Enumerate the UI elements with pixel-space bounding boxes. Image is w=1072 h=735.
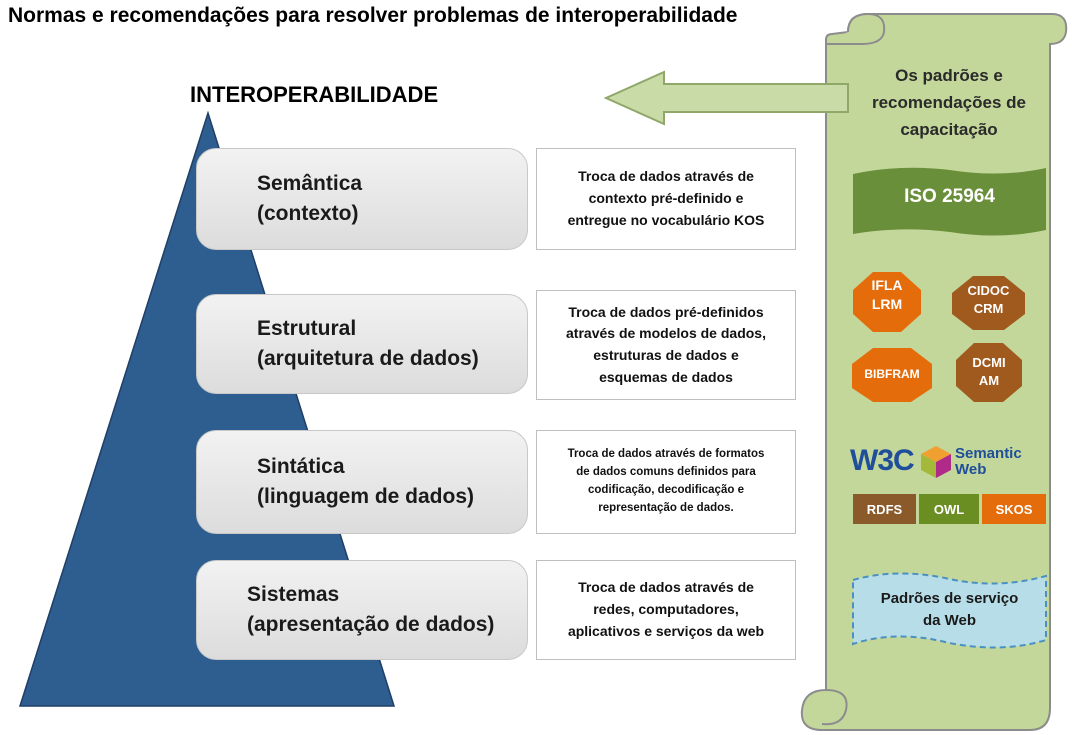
desc-line: Troca de dados através de: [578, 579, 754, 596]
layer-sub: (linguagem de dados): [257, 485, 475, 508]
desc-line: codificação, decodificação e: [588, 484, 744, 496]
layer-name: Sintática: [257, 454, 345, 478]
desc-line: de dados comuns definidos para: [576, 466, 756, 479]
ifla-lrm-badge: [853, 272, 921, 332]
service-wave-shape: [852, 572, 1047, 649]
semantic-web-label: Semantic Web: [955, 446, 1022, 478]
pyramid-heading: INTEROPERABILIDADE: [190, 82, 439, 107]
dcmi-am-badge: [956, 343, 1022, 402]
cidoc-crm-label: CIDOC CRM: [967, 283, 1010, 316]
service-line: da Web: [922, 611, 977, 629]
page-title: Normas e recomendações para resolver pro…: [8, 4, 738, 27]
scroll-heading-line: Os padrões e: [895, 66, 1003, 85]
w3c-logo: W3C: [850, 444, 915, 477]
desc-sistemas: Troca de dados através de redes, computa…: [536, 560, 796, 660]
scroll-heading-line: recomendações de: [871, 93, 1026, 113]
desc-line: estruturas de dados e: [593, 347, 739, 363]
iso-label: ISO 25964: [904, 186, 995, 207]
semantic-web-line: Semantic: [955, 445, 1022, 462]
layer-sub: (arquitetura de dados): [257, 347, 479, 370]
desc-line: aplicativos e serviços da web: [567, 622, 765, 639]
desc-line: Troca de dados pré-definidos: [568, 303, 764, 320]
desc-line: contexto pré-definido e: [588, 190, 744, 207]
dcmi-am-label: DCMI AM: [972, 355, 1006, 388]
layer-semantica: Semântica (contexto): [196, 148, 528, 250]
desc-line: esquemas de dados: [599, 368, 733, 385]
semantic-web-line: Web: [955, 460, 987, 478]
left-arrow: [603, 70, 849, 126]
desc-sintatica: Troca de dados através de formatos de da…: [536, 430, 796, 534]
ifla-lrm-label: IFLA LRM: [871, 277, 903, 312]
pyramid: [18, 110, 396, 707]
layer-name: Sistemas: [247, 582, 340, 606]
service-line: Padrões de serviço: [880, 590, 1019, 607]
desc-line: Troca de dados através de formatos: [567, 448, 765, 461]
layer-sintatica: Sintática (linguagem de dados): [196, 430, 528, 534]
desc-estrutural: Troca de dados pré-definidos através de …: [536, 290, 796, 400]
layer-sub: (apresentação de dados): [247, 613, 495, 636]
tag-rdfs: RDFS: [853, 494, 916, 524]
scroll-heading: Os padrões e recomendações de capacitaçã…: [852, 62, 1046, 144]
layer-estrutural: Estrutural (arquitetura de dados): [196, 294, 528, 394]
desc-line: redes, computadores,: [593, 601, 739, 618]
desc-line: representação de dados.: [598, 501, 734, 514]
iso-banner: [853, 167, 1046, 236]
cidoc-crm-badge: [952, 276, 1025, 330]
layer-name: Semântica: [257, 171, 363, 195]
layer-sub: (contexto): [257, 202, 359, 225]
desc-semantica: Troca de dados através de contexto pré-d…: [536, 148, 796, 250]
tag-skos: SKOS: [982, 494, 1046, 524]
bibfram-badge: [852, 348, 932, 402]
desc-line: entregue no vocabulário KOS: [567, 211, 765, 228]
scroll-heading-line: capacitação: [900, 120, 998, 140]
layer-name: Estrutural: [257, 316, 357, 340]
bibfram-label: BIBFRAM: [864, 367, 920, 381]
semantic-web-cube-icon: [921, 446, 951, 478]
desc-line: Troca de dados através de: [578, 168, 754, 185]
service-label: Padrões de serviço da Web: [853, 588, 1046, 632]
tag-owl: OWL: [919, 494, 979, 524]
desc-line: através de modelos de dados,: [566, 325, 766, 342]
layer-sistemas: Sistemas (apresentação de dados): [196, 560, 528, 660]
